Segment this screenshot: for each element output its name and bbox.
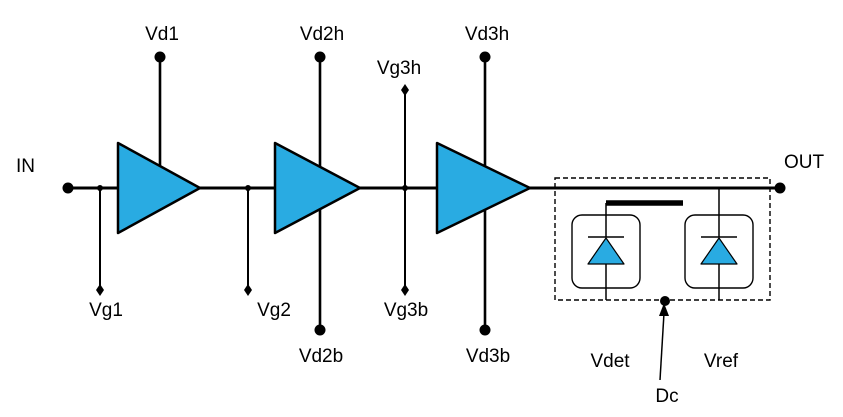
vg2-diamond-marker xyxy=(244,284,252,296)
label-in: IN xyxy=(16,156,35,177)
diamond-markers xyxy=(96,84,409,296)
label-vg3b: Vg3b xyxy=(384,300,428,321)
vd3b-terminal-dot xyxy=(479,324,491,336)
vg3-junction-dot xyxy=(402,185,408,191)
vd2b-terminal-dot xyxy=(314,324,326,336)
label-vd1: Vd1 xyxy=(145,24,179,45)
label-dc: Dc xyxy=(655,386,678,407)
label-vg2: Vg2 xyxy=(257,300,291,321)
label-vg3h: Vg3h xyxy=(377,58,421,79)
label-vg1: Vg1 xyxy=(89,300,123,321)
dc-arrowhead-icon xyxy=(659,303,669,316)
label-vd3b: Vd3b xyxy=(466,346,510,367)
label-vd3h: Vd3h xyxy=(465,24,509,45)
amplifier-2-icon xyxy=(273,141,362,235)
vg1-diamond-marker xyxy=(96,284,104,296)
detector-block xyxy=(554,177,771,306)
label-out: OUT xyxy=(784,152,825,173)
label-vref: Vref xyxy=(704,351,739,372)
label-vd2b: Vd2b xyxy=(299,346,343,367)
vg3h-diamond-marker xyxy=(401,84,409,96)
amplifier-stages xyxy=(116,141,532,235)
vd1-terminal-dot xyxy=(154,51,166,63)
out-terminal-dot xyxy=(774,182,786,194)
label-vdet: Vdet xyxy=(590,351,630,372)
terminal-dots xyxy=(62,51,786,336)
vg3b-diamond-marker xyxy=(401,284,409,296)
amplifier-1-icon xyxy=(116,141,202,235)
vd3h-terminal-dot xyxy=(479,51,491,63)
vd2h-terminal-dot xyxy=(314,51,326,63)
labels: IN OUT Vd1 Vd2h Vd3h Vg3h Vg1 Vg2 Vg3b V… xyxy=(16,24,824,407)
amplifier-3-icon xyxy=(435,141,532,235)
in-terminal-dot xyxy=(62,182,74,194)
vg2-junction-dot xyxy=(245,185,251,191)
dc-arrow-line xyxy=(659,312,665,381)
dc-probe-dot xyxy=(660,296,670,306)
vg1-junction-dot xyxy=(97,185,103,191)
label-vd2h: Vd2h xyxy=(300,24,344,45)
dc-pointer xyxy=(659,303,669,381)
